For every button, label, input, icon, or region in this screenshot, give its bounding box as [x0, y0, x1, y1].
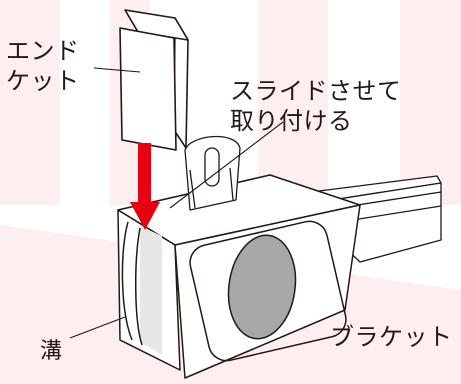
end-cap-label-line2: ケット [6, 67, 80, 95]
arrow-shaft [138, 143, 151, 205]
end-cap [119, 9, 189, 151]
leader-groove [69, 316, 126, 339]
groove-shade [140, 226, 162, 355]
end-cap-label: エンド ケット [6, 36, 80, 96]
end-cap-label-line1: エンド [6, 37, 80, 65]
slide-instruction-line1: スライドさせて [230, 77, 402, 105]
clip-slot [204, 147, 220, 187]
bracket-front-inset [189, 220, 347, 362]
clip-leg-right [229, 167, 234, 201]
slide-instruction-label: スライドさせて 取り付ける [230, 76, 402, 136]
leader-end-cap [93, 67, 141, 73]
groove-edge-right [134, 227, 143, 346]
bracket-slot-clip [184, 135, 241, 211]
bracket-hole [227, 234, 297, 340]
stripe-top-3 [258, 0, 328, 205]
leader-lines [69, 67, 284, 339]
groove-edge-left [121, 221, 133, 341]
stripe-top-1 [0, 0, 60, 205]
clip-leg-left [189, 169, 196, 209]
arrow-head [130, 202, 160, 230]
stripe-top-4 [400, 0, 461, 205]
leader-slide [169, 121, 284, 209]
bracket-label: ブラケット [330, 323, 453, 351]
end-cap-front [119, 27, 177, 151]
slide-instruction-line2: 取り付ける [230, 107, 353, 135]
down-arrow-icon [130, 143, 160, 230]
groove-label: 溝 [40, 339, 63, 364]
end-cap-top [124, 9, 189, 41]
